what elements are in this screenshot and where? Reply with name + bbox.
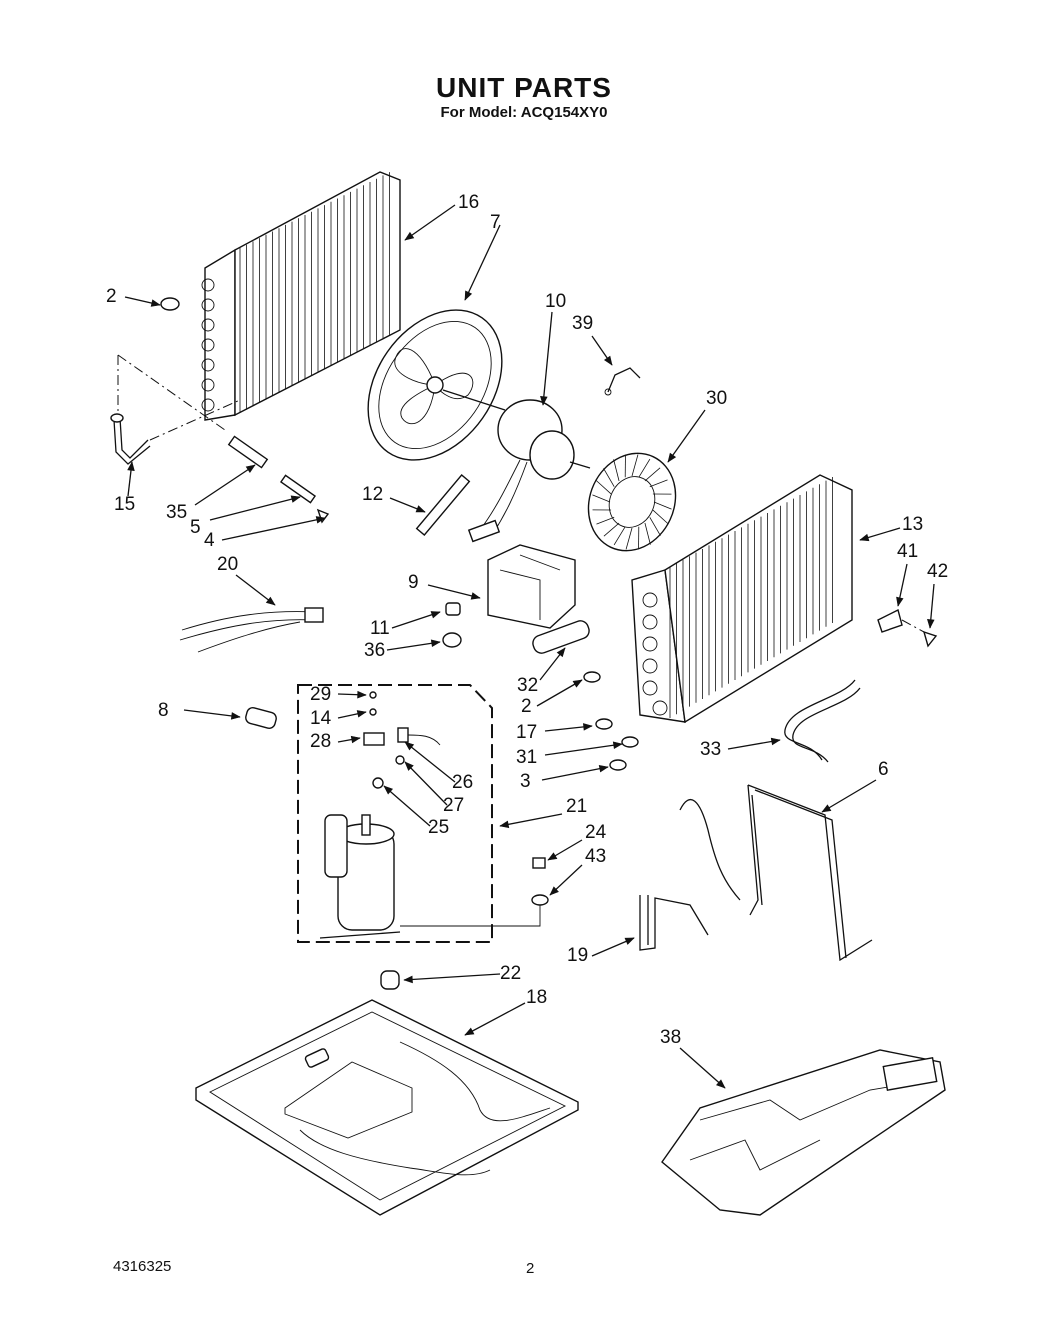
callout-36: 36 <box>364 640 385 661</box>
callout-15: 15 <box>114 494 135 515</box>
callout-39: 39 <box>572 313 593 334</box>
callout-30: 30 <box>706 388 727 409</box>
callout-2-top: 2 <box>106 286 117 307</box>
fitting-part-8 <box>245 707 277 729</box>
callout-18: 18 <box>526 987 547 1008</box>
callout-31: 31 <box>516 747 537 768</box>
evaporator-coil-part-13 <box>631 474 853 724</box>
document-number: 4316325 <box>113 1258 172 1275</box>
fan-motor-part-10 <box>442 389 591 543</box>
compressor-assembly-part-21 <box>297 684 493 943</box>
dashdot-guide-15 <box>117 354 241 441</box>
callout-22: 22 <box>500 963 521 984</box>
grommet-part-22 <box>380 970 400 990</box>
base-pan-part-18 <box>195 999 579 1216</box>
nut-part-11 <box>445 602 461 616</box>
tube-part-19 <box>639 895 709 951</box>
callout-32: 32 <box>517 675 538 696</box>
callout-28: 28 <box>310 731 331 752</box>
model-subtitle: For Model: ACQ154XY0 <box>440 104 608 121</box>
callout-42: 42 <box>927 561 948 582</box>
callout-14: 14 <box>310 708 332 729</box>
callout-27: 27 <box>443 795 464 816</box>
tube-part-33 <box>784 679 861 763</box>
drain-pan-part-38 <box>661 1049 946 1216</box>
nut-washer-parts-24-43 <box>400 857 549 927</box>
blower-wheel-part-30 <box>587 452 677 552</box>
seal-part-3 <box>609 759 627 771</box>
callout-4: 4 <box>204 530 215 551</box>
seal-part-17 <box>595 718 613 730</box>
callout-33: 33 <box>700 739 721 760</box>
callout-19: 19 <box>567 945 588 966</box>
callout-9: 9 <box>408 572 419 593</box>
callout-25: 25 <box>428 817 449 838</box>
callout-3: 3 <box>520 771 531 792</box>
wire-harness-part-20 <box>179 607 324 653</box>
callout-16: 16 <box>458 192 479 213</box>
grommet-part-2-mid <box>583 671 601 683</box>
leader-lines <box>124 204 935 1089</box>
callout-13: 13 <box>902 514 923 535</box>
tube-part-15 <box>110 413 151 465</box>
clip-part-39 <box>604 367 641 396</box>
callout-2-mid: 2 <box>521 696 532 717</box>
compressor-bracket-part-9 <box>487 544 576 629</box>
callout-21: 21 <box>566 796 587 817</box>
callout-43: 43 <box>585 846 606 867</box>
callout-17: 17 <box>516 722 537 743</box>
callout-12: 12 <box>362 484 383 505</box>
clamp-part-36 <box>442 632 462 648</box>
callout-38: 38 <box>660 1027 681 1048</box>
grommet-part-2-top <box>160 297 180 311</box>
callout-24: 24 <box>585 822 607 843</box>
drain-tube-part-6 <box>679 784 873 962</box>
bracket-parts-41-42 <box>877 608 938 648</box>
callout-29: 29 <box>310 684 331 705</box>
capacitor-part-32 <box>532 620 590 654</box>
fan-shroud-part-7 <box>367 309 503 461</box>
callout-26: 26 <box>452 772 473 793</box>
seal-part-31 <box>621 736 639 748</box>
callout-8: 8 <box>158 700 169 721</box>
callout-11: 11 <box>370 618 390 639</box>
callout-35: 35 <box>166 502 187 523</box>
callout-5: 5 <box>190 517 201 538</box>
callout-10: 10 <box>545 291 566 312</box>
condenser-coil-part-16 <box>201 171 401 421</box>
callout-6: 6 <box>878 759 889 780</box>
heater-strip-part-12 <box>415 473 471 537</box>
callout-7: 7 <box>490 212 501 233</box>
page-title: UNIT PARTS <box>436 72 612 103</box>
callout-41: 41 <box>897 541 918 562</box>
sensor-parts-35-5-4 <box>227 435 330 524</box>
callout-20: 20 <box>217 554 238 575</box>
page-number: 2 <box>526 1260 535 1277</box>
